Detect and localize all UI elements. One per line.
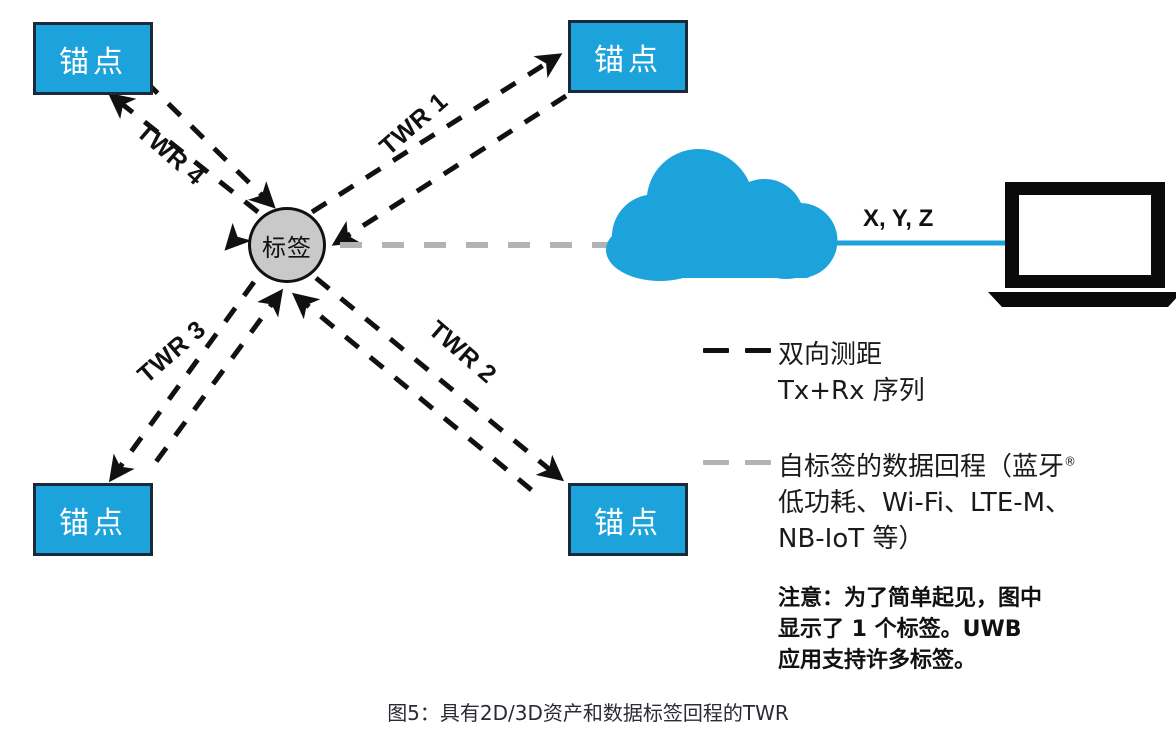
legend-line: NB-IoT 等）	[778, 523, 925, 554]
figure-caption: 图5：具有2D/3D资产和数据标签回程的TWR	[387, 701, 789, 725]
note-line: 应用支持许多标签。	[778, 648, 977, 674]
dashed-gray-line-icon	[703, 450, 778, 465]
legend-line: 低功耗、Wi-Fi、LTE-M、	[778, 487, 1072, 518]
anchor-box-bottom-left[interactable]: 锚点	[33, 483, 153, 556]
anchor-box-bottom-right[interactable]: 锚点	[568, 483, 688, 556]
anchor-label: 锚点	[594, 42, 662, 78]
twr1-link	[310, 53, 568, 246]
cloud-icon	[606, 148, 838, 281]
legend-item-backhaul: 自标签的数据回程（蓝牙® 低功耗、Wi-Fi、LTE-M、 NB-IoT 等）	[703, 450, 1163, 558]
note-line: 注意：为了简单起见，图中	[778, 586, 1043, 611]
anchor-label: 锚点	[594, 505, 662, 541]
tag-label: 标签	[262, 233, 312, 262]
note-line: 显示了 1 个标签。UWB	[778, 617, 1022, 643]
legend-line: Tx+Rx 序列	[778, 375, 925, 406]
xyz-coordinates-label: X, Y, Z	[863, 205, 934, 232]
legend: 双向测距 Tx+Rx 序列 自标签的数据回程（蓝牙® 低功耗、Wi-Fi、LTE…	[703, 338, 1163, 597]
dashed-black-line-icon	[703, 338, 778, 353]
twr3-link	[108, 280, 284, 483]
anchor-label: 锚点	[59, 505, 127, 541]
registered-trademark-icon: ®	[1064, 454, 1077, 469]
anchor-box-top-left[interactable]: 锚点	[33, 22, 153, 95]
anchor-box-top-right[interactable]: 锚点	[568, 20, 688, 93]
legend-line: 双向测距	[778, 340, 883, 370]
laptop-icon	[988, 182, 1176, 307]
note-block: 注意：为了简单起见，图中 显示了 1 个标签。UWB 应用支持许多标签。	[778, 583, 1158, 677]
legend-line: 自标签的数据回程（蓝牙®	[778, 450, 1076, 486]
anchor-label: 锚点	[59, 44, 127, 80]
tag-node[interactable]: 标签	[248, 207, 326, 283]
legend-item-twr: 双向测距 Tx+Rx 序列	[703, 338, 1163, 410]
twr2-link	[291, 276, 565, 494]
legend-line-text: 自标签的数据回程（蓝牙	[778, 451, 1065, 482]
legend-item-backhaul-text: 自标签的数据回程（蓝牙® 低功耗、Wi-Fi、LTE-M、 NB-IoT 等）	[778, 450, 1076, 558]
legend-item-twr-text: 双向测距 Tx+Rx 序列	[778, 338, 925, 410]
